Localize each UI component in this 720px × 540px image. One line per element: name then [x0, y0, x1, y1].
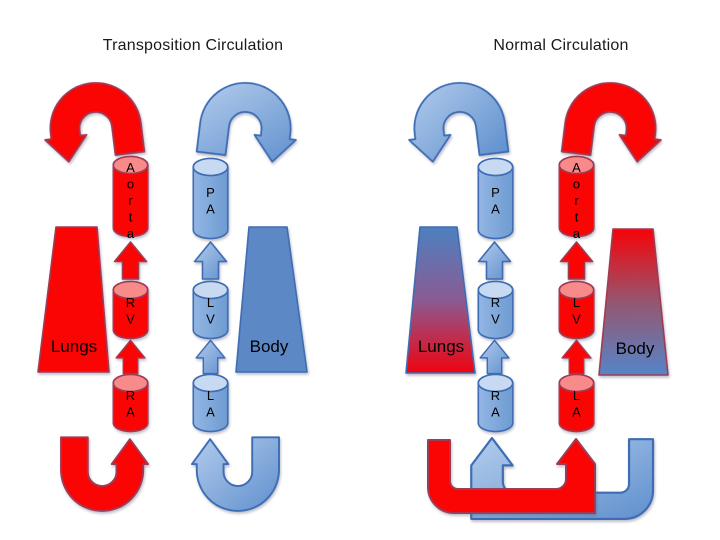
left-body-return-arrow: [191, 436, 280, 512]
left-body-label: Body: [249, 337, 289, 356]
right-lv-to-aorta-arrow: [559, 241, 594, 280]
left-aorta-arch-arrow: [37, 76, 146, 166]
left-rv-label: RV: [123, 294, 138, 328]
left-la-to-lv-arrow: [195, 339, 226, 375]
right-rv-label: RV: [488, 294, 503, 328]
left-rv-cylinder: [112, 280, 149, 340]
left-aorta-cylinder: [112, 155, 149, 238]
right-pa-arch-arrow: [401, 76, 510, 166]
left-ra-cylinder: [112, 373, 149, 433]
left-pa-label: PA: [203, 184, 218, 218]
right-pa-cylinder: [477, 157, 514, 240]
right-la-label: LA: [569, 387, 584, 421]
right-panel-title: Normal Circulation: [493, 37, 629, 54]
right-rv-cylinder: [477, 280, 514, 340]
right-aorta-cylinder: [558, 155, 595, 238]
right-aorta-label: Aorta: [569, 159, 584, 243]
right-pulmonary-return-arrow: [427, 438, 596, 514]
left-aorta-label: Aorta: [123, 159, 138, 243]
right-aorta-arch-arrow: [560, 76, 669, 166]
left-la-cylinder: [192, 373, 229, 433]
right-ra-label: RA: [488, 387, 503, 421]
left-lungs-label: Lungs: [50, 337, 98, 356]
right-lungs-label: Lungs: [417, 337, 465, 356]
right-la-cylinder: [558, 373, 595, 433]
left-lv-to-pa-arrow: [193, 241, 228, 280]
left-panel-title: Transposition Circulation: [102, 37, 284, 54]
right-la-to-lv-arrow: [561, 339, 592, 375]
right-body-label: Body: [615, 339, 655, 358]
left-pa-arch-arrow: [195, 76, 304, 166]
right-ra-to-rv-arrow: [479, 339, 510, 375]
left-ra-to-rv-arrow: [115, 339, 146, 375]
right-lv-label: LV: [569, 294, 584, 328]
right-body-trapezoid: [598, 228, 669, 376]
right-lungs-trapezoid: [405, 226, 476, 374]
left-lv-label: LV: [203, 294, 218, 328]
right-rv-to-pa-arrow: [477, 241, 512, 280]
left-body-trapezoid: [235, 226, 308, 373]
left-ra-label: RA: [123, 387, 138, 421]
left-rv-to-aorta-arrow: [113, 241, 148, 280]
left-la-label: LA: [203, 387, 218, 421]
right-lv-cylinder: [558, 280, 595, 340]
left-lungs-trapezoid: [37, 226, 110, 373]
right-pa-label: PA: [488, 184, 503, 218]
left-lv-cylinder: [192, 280, 229, 340]
left-venous-return-arrow: [60, 436, 150, 512]
left-pa-cylinder: [192, 157, 229, 240]
right-ra-cylinder: [477, 373, 514, 433]
